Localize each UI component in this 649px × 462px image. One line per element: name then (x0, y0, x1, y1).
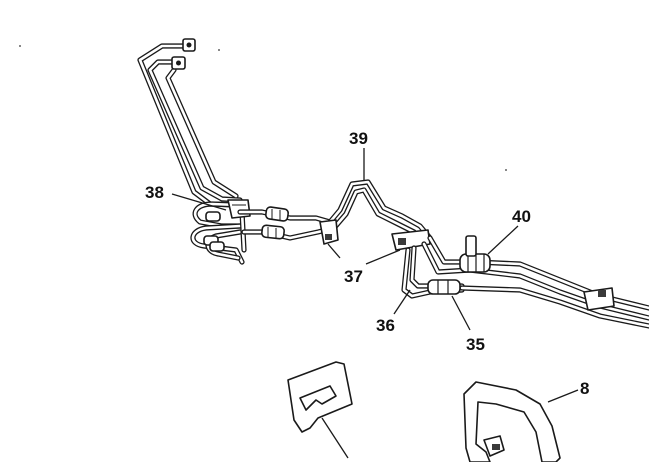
hump-brake-lines (327, 179, 433, 247)
loop-coupler-1 (203, 211, 225, 252)
right-end-clip (583, 287, 615, 311)
bracket-8 (463, 381, 561, 462)
callout-37: 37 (344, 267, 363, 286)
top-fitting-nut-1 (182, 38, 196, 52)
callout-35: 35 (466, 335, 485, 354)
callout-40: 40 (512, 207, 531, 226)
scan-speck (505, 169, 507, 171)
leader-lines (171, 148, 579, 403)
inline-coupler-lower (261, 224, 285, 240)
coupler-35 (427, 279, 461, 295)
callout-36: 36 (376, 316, 395, 335)
inline-coupler-upper (264, 206, 290, 222)
upper-left-brake-lines (137, 43, 243, 208)
bottom-left-bracket (287, 361, 353, 459)
callout-8: 8 (580, 379, 589, 398)
callout-39: 39 (349, 129, 368, 148)
clip-37-right (391, 229, 431, 251)
callout-38: 38 (145, 183, 164, 202)
scan-speck (218, 49, 220, 51)
loop-clip (227, 199, 251, 219)
scan-speck (19, 45, 21, 47)
fitting-40 (459, 235, 491, 273)
clip-37-left (319, 219, 339, 245)
top-fitting-nut-2 (171, 56, 186, 70)
